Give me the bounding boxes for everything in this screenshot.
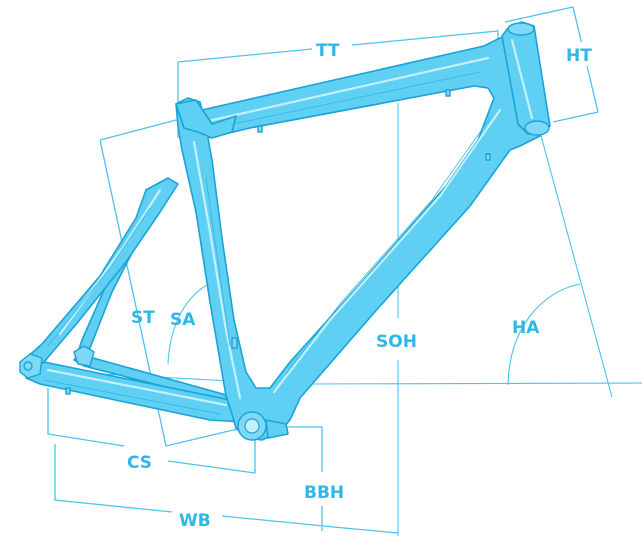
cable-boss-3 — [485, 153, 491, 161]
ha-angle-arc — [507, 283, 581, 386]
cable-boss-4 — [231, 337, 238, 349]
seatstay-near — [23, 177, 179, 369]
dimension-labels: TT HT ST SA SOH HA CS BBH WB — [124, 38, 600, 532]
cable-boss-1 — [257, 125, 263, 133]
label-cs: CS — [127, 453, 152, 473]
main-triangle — [175, 33, 549, 441]
rear-dropout-far — [73, 345, 95, 367]
cs-dimension-line — [47, 388, 256, 474]
label-bbh: BBH — [304, 483, 344, 503]
label-wb: WB — [179, 511, 211, 531]
seat-cluster — [175, 99, 237, 139]
label-sa: SA — [170, 310, 196, 330]
label-soh: SOH — [376, 332, 417, 352]
cable-boss-2 — [445, 89, 451, 97]
head-tube-bottom — [524, 120, 550, 136]
bbh-dimension-line — [280, 426, 323, 531]
label-tt: TT — [316, 41, 340, 61]
cable-boss-5 — [65, 387, 71, 395]
label-st: ST — [131, 308, 155, 328]
wb-dimension-line — [54, 444, 399, 534]
bottom-bracket-inner — [244, 418, 260, 434]
ha-steering-axis-line — [539, 131, 613, 398]
bike-frame — [19, 21, 551, 441]
label-ht: HT — [566, 46, 592, 66]
label-ha: HA — [512, 318, 540, 338]
head-tube-top — [507, 22, 535, 36]
bottom-bracket-bridge — [265, 419, 289, 439]
